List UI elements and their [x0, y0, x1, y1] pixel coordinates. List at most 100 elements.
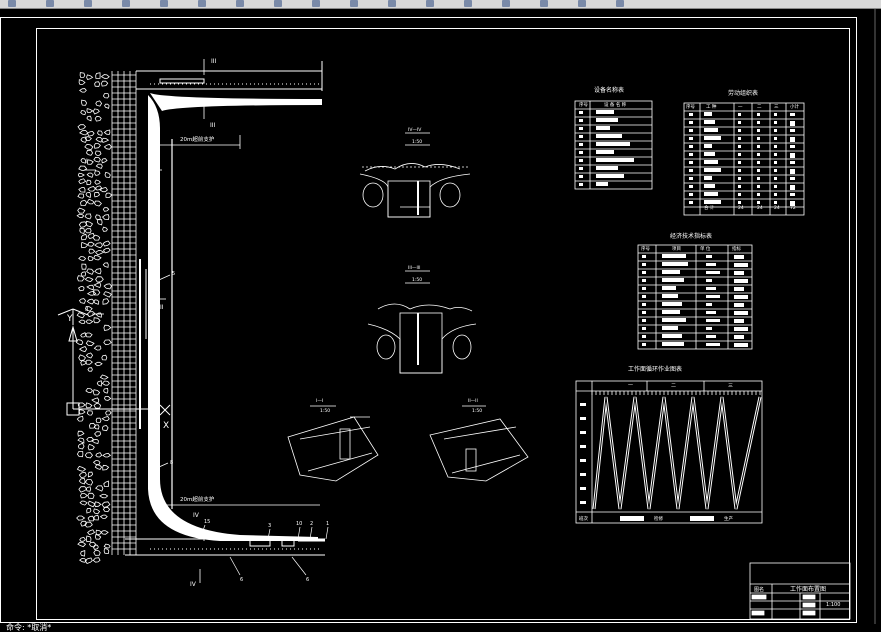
zoom-icon[interactable]: [388, 0, 396, 7]
command-line[interactable]: 命令: *取消*: [0, 624, 881, 632]
rock: [79, 72, 86, 78]
redo-icon[interactable]: [312, 0, 320, 7]
rock: [85, 220, 94, 228]
rock: [94, 115, 102, 122]
rock: [94, 268, 102, 275]
section-marks: [84, 59, 205, 583]
title-block-field: 图名: [754, 586, 764, 593]
rock: [93, 345, 102, 351]
rock: [80, 233, 88, 241]
zoom-window-icon[interactable]: [426, 0, 434, 7]
rock: [77, 207, 86, 214]
rock: [77, 437, 85, 444]
mark-II-left: II: [85, 306, 89, 313]
rock: [85, 319, 94, 324]
labor-table: [683, 102, 805, 216]
rock: [87, 515, 94, 522]
rock: [94, 431, 102, 437]
rock: [85, 402, 93, 409]
upper-roadway: [136, 61, 323, 111]
rock: [84, 521, 93, 528]
rock: [78, 165, 88, 171]
rock: [102, 93, 110, 99]
callout-10: 10: [296, 521, 302, 527]
rock: [102, 247, 111, 254]
rock: [86, 108, 94, 113]
rock: [94, 179, 102, 185]
rock: [86, 179, 92, 186]
cycle-shift-2: 二: [671, 383, 676, 389]
cycle-footer-2: 检修: [654, 515, 663, 522]
design-center-icon[interactable]: [540, 0, 548, 7]
rock: [103, 339, 112, 346]
rock: [95, 276, 104, 283]
rock: [99, 493, 109, 499]
tech-h4: 指标: [732, 245, 741, 252]
rock: [85, 535, 92, 543]
rock: [95, 312, 103, 318]
undo-icon[interactable]: [274, 0, 282, 7]
rock: [94, 501, 102, 508]
rock: [91, 397, 100, 404]
rock: [87, 500, 96, 508]
rock: [86, 149, 94, 156]
rock: [78, 354, 87, 362]
print-icon[interactable]: [122, 0, 130, 7]
cut-icon[interactable]: [160, 0, 168, 7]
rock: [87, 443, 95, 451]
paste-icon[interactable]: [236, 0, 244, 7]
mark-IV-bottom: IV: [190, 581, 197, 588]
save-icon[interactable]: [84, 0, 92, 7]
dimension-top: [160, 135, 241, 149]
rock: [86, 172, 94, 178]
section-iv: [359, 132, 471, 218]
rock: [84, 143, 94, 151]
rock: [95, 72, 101, 79]
rock: [77, 442, 85, 450]
labor-h3: 一: [738, 105, 743, 110]
labor-h6: 小计: [790, 103, 799, 110]
viewport-frame: [0, 17, 857, 623]
pan-icon[interactable]: [350, 0, 358, 7]
zoom-previous-icon[interactable]: [464, 0, 472, 7]
rock: [104, 395, 112, 401]
new-icon[interactable]: [8, 0, 16, 7]
rock: [101, 158, 108, 164]
help-icon[interactable]: [616, 0, 624, 7]
ucs-y-label: Y: [66, 314, 73, 324]
rock: [93, 424, 100, 430]
rock: [86, 436, 94, 442]
label-20m-top: 20m超前支护: [180, 135, 215, 143]
labor-total-label: 合 计: [704, 204, 715, 211]
rock: [76, 312, 85, 319]
rock: [80, 493, 88, 499]
drawing-canvas[interactable]: 20m超前支护 20m超前支护 I I II II III III IV IV …: [0, 9, 881, 624]
title-block-title: 工作面布置图: [790, 585, 826, 593]
mark-III-bottom: III: [210, 122, 216, 129]
rock: [103, 543, 111, 549]
rock: [80, 360, 87, 366]
rock: [101, 416, 110, 422]
rock: [86, 198, 95, 205]
rock: [92, 557, 101, 563]
mark-III-top: III: [211, 58, 217, 65]
rock: [85, 359, 93, 365]
rock: [86, 115, 92, 122]
section-i: [287, 405, 379, 482]
rock: [86, 298, 95, 305]
callout-6: 6: [240, 577, 243, 583]
rock: [76, 275, 85, 282]
cycle-chart-title: 工作面循环作业图表: [628, 365, 682, 373]
rock: [77, 541, 87, 548]
rock: [93, 282, 102, 289]
rock: [76, 213, 85, 219]
open-icon[interactable]: [46, 0, 54, 7]
rock: [78, 256, 87, 261]
rock: [102, 207, 110, 212]
rock: [78, 187, 86, 193]
tool-palette-icon[interactable]: [578, 0, 586, 7]
rock: [92, 234, 101, 241]
rock: [79, 536, 86, 542]
copy-icon[interactable]: [198, 0, 206, 7]
properties-icon[interactable]: [502, 0, 510, 7]
